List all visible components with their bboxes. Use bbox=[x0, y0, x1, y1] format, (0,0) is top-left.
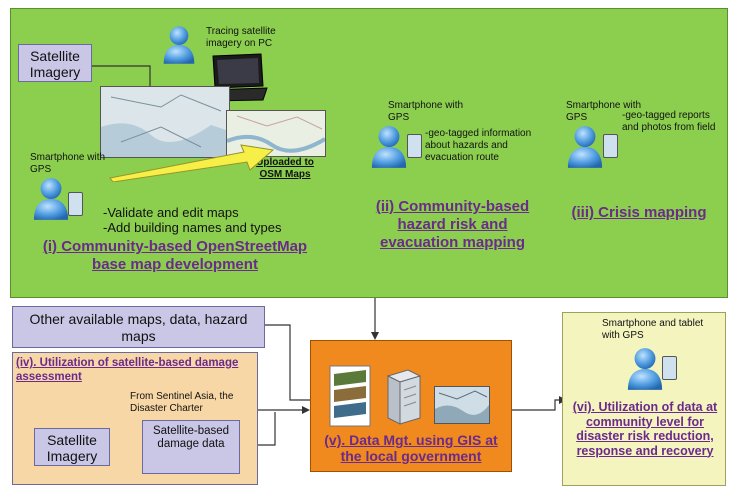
gis-map-image bbox=[434, 386, 490, 424]
connector-satellite-to-map bbox=[92, 65, 151, 88]
upload-arrow-icon bbox=[109, 144, 275, 182]
geo-tagged-hazards-text: -geo-tagged information about hazards an… bbox=[425, 128, 532, 163]
connector-othermaps-to-gis bbox=[265, 324, 310, 401]
smartphone-gps-label: Smartphone with GPS bbox=[30, 152, 106, 175]
add-building-text: -Add building names and types bbox=[103, 220, 282, 235]
section-i-title: (i) Community-based OpenStreetMap base m… bbox=[42, 238, 308, 273]
layered-map-icon bbox=[329, 365, 371, 427]
smartphone-icon bbox=[407, 134, 422, 158]
tracing-caption: Tracing satellite imagery on PC bbox=[206, 26, 276, 49]
arrowhead-iv-gis bbox=[302, 406, 310, 414]
damage-data-box: Satellite-based damage data bbox=[142, 420, 240, 474]
satellite-imagery-label: Satellite Imagery bbox=[29, 48, 81, 80]
validate-text: -Validate and edit maps bbox=[103, 205, 239, 220]
smartphone-gps-label-2: Smartphone with GPS bbox=[388, 100, 464, 123]
person-icon bbox=[370, 124, 408, 170]
smartphone-icon bbox=[603, 134, 618, 158]
uploaded-to-osm-label: Uploaded to OSM Maps bbox=[256, 157, 314, 180]
arrowhead-panel-gis bbox=[371, 332, 379, 340]
smartphone-tablet-label: Smartphone and tablet with GPS bbox=[602, 318, 704, 341]
connector-gis-to-vi bbox=[512, 399, 562, 411]
section-ii-title: (ii) Community-based hazard risk and eva… bbox=[375, 198, 530, 251]
satellite-imagery-label-2: Satellite Imagery bbox=[46, 432, 98, 464]
smartphone-gps-label-3: Smartphone with GPS bbox=[566, 100, 642, 123]
server-icon bbox=[386, 369, 422, 425]
smartphone-icon bbox=[68, 192, 83, 216]
satellite-imagery-box: Satellite Imagery bbox=[18, 44, 92, 82]
section-iii-title: (iii) Crisis mapping bbox=[571, 204, 707, 221]
section-vi-title: (vi). Utilization of data at community l… bbox=[572, 400, 718, 458]
person-icon bbox=[566, 124, 604, 170]
community-utilization-panel bbox=[562, 312, 726, 486]
satellite-imagery-box-2: Satellite Imagery bbox=[34, 428, 110, 466]
satellite-map-image-1 bbox=[100, 86, 230, 158]
from-sentinel-text: From Sentinel Asia, the Disaster Charter bbox=[130, 391, 234, 414]
person-icon bbox=[626, 346, 664, 392]
other-maps-box: Other available maps, data, hazard maps bbox=[12, 306, 265, 348]
person-icon bbox=[162, 24, 196, 66]
osm-map-image bbox=[226, 110, 326, 157]
person-icon bbox=[32, 176, 70, 222]
geo-tagged-reports-text: -geo-tagged reports and photos from fiel… bbox=[622, 110, 716, 133]
section-iv-title: (iv). Utilization of satellite-based dam… bbox=[16, 357, 239, 383]
section-v-title: (v). Data Mgt. using GIS at the local go… bbox=[324, 432, 498, 464]
smartphone-icon bbox=[662, 356, 677, 380]
damage-data-label: Satellite-based damage data bbox=[152, 425, 230, 450]
other-maps-label: Other available maps, data, hazard maps bbox=[29, 311, 248, 344]
